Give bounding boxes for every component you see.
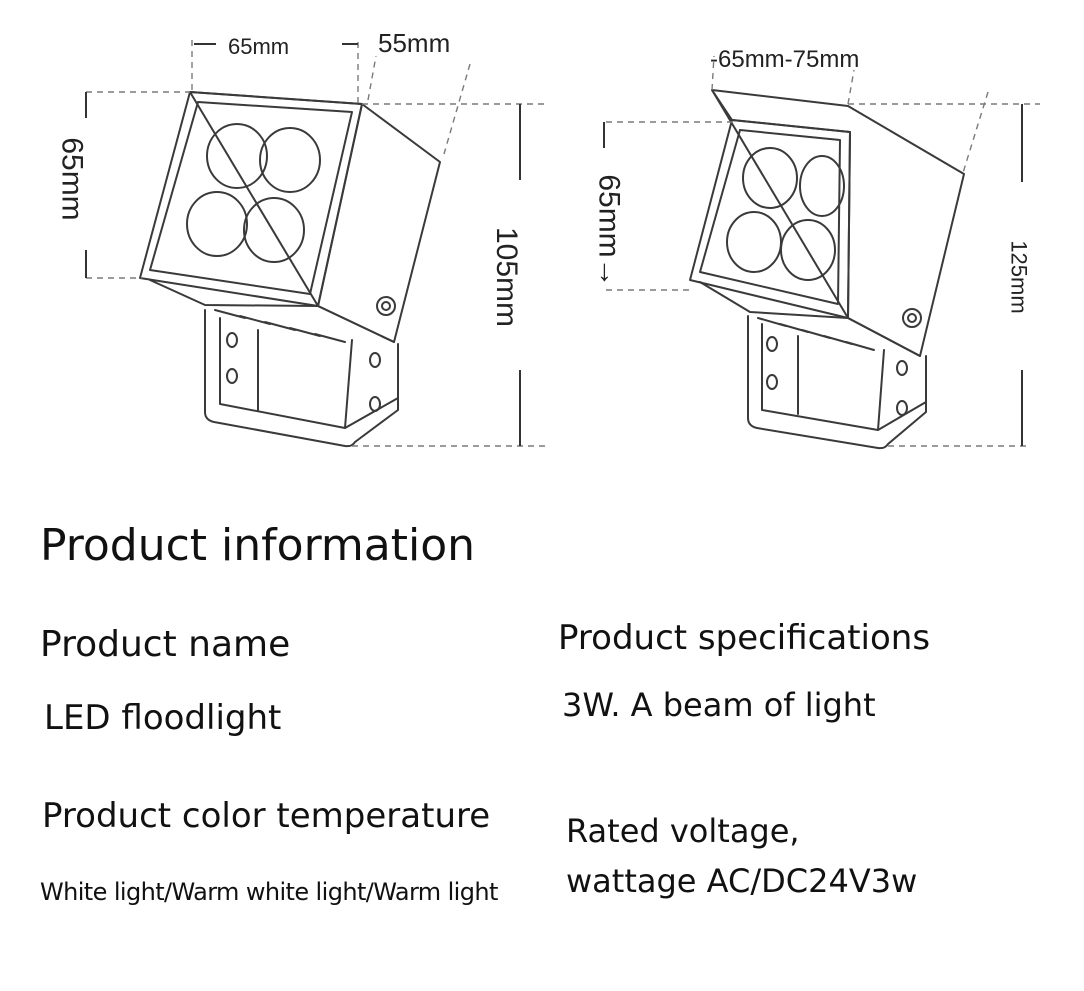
voltage-label-line2: wattage AC/DC24V3w <box>566 862 918 900</box>
right-face-height-label: 65mm→ <box>592 174 626 288</box>
right-total-height-label: 125mm <box>1006 240 1032 314</box>
left-face-height-label: 65mm <box>55 137 89 221</box>
left-width-label: 65mm <box>228 34 290 59</box>
product-name-value: LED floodlight <box>44 698 282 738</box>
right-depth-label: -65mm-75mm <box>710 46 860 73</box>
product-spec-label: Product specifications <box>558 618 931 658</box>
voltage-label-line1: Rated voltage, <box>566 812 800 850</box>
product-name-label: Product name <box>40 624 291 665</box>
left-total-height-label: 105mm <box>490 226 524 328</box>
right-floodlight-drawing <box>689 89 965 450</box>
dimension-drawing <box>85 40 1040 450</box>
product-spec-value: 3W. A beam of light <box>562 686 876 724</box>
left-dimension-lines <box>86 40 545 447</box>
section-title: Product information <box>40 520 475 571</box>
left-floodlight-drawing <box>139 91 441 448</box>
color-temp-value: White light/Warm white light/Warm light <box>40 878 498 906</box>
left-depth-label: 55mm <box>378 28 451 58</box>
right-dimension-lines <box>606 55 1040 447</box>
color-temp-label: Product color temperature <box>42 796 491 836</box>
